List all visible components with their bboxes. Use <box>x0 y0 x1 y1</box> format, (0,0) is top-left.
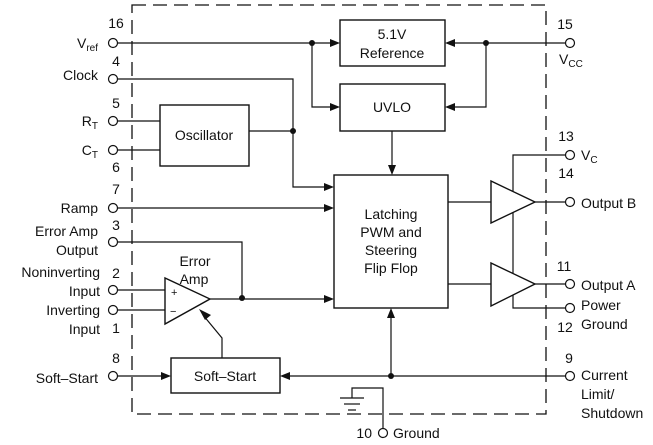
pin-12-label-line2: Ground <box>581 316 628 332</box>
pin-14-number: 14 <box>558 165 574 181</box>
arrow-into-reference-right <box>445 39 455 47</box>
error-amp: + − Error Amp <box>164 253 212 326</box>
pin-1-inverting <box>107 304 119 316</box>
pin-13-label: VC <box>581 147 598 166</box>
error-amp-minus: − <box>170 306 176 318</box>
pin-9-label-line1: Current <box>581 367 628 383</box>
oscillator-label: Oscillator <box>175 127 234 143</box>
pin-1-number: 1 <box>112 320 120 336</box>
pin-2-label-line2: Input <box>69 283 100 299</box>
arrow-clock-into-pwm <box>324 183 334 191</box>
pin-8-soft-start <box>107 370 119 382</box>
pin-11-output-a <box>564 278 576 290</box>
pin-11-label: Output A <box>581 277 636 293</box>
pwm-label-line3: Steering <box>365 242 417 258</box>
pin-13-number: 13 <box>558 128 574 144</box>
pin-13-vc <box>564 149 576 161</box>
vref-uvlo-wire <box>311 43 334 108</box>
pin-4-clock <box>107 73 119 85</box>
pin-8-label: Soft–Start <box>36 370 98 386</box>
chip-boundary <box>131 4 547 415</box>
reference-label-line2: Reference <box>360 45 425 61</box>
pwm-block: Latching PWM and Steering Flip Flop <box>333 174 449 309</box>
pin-5-label: RT <box>82 113 98 132</box>
vcc-uvlo-wire <box>451 43 487 108</box>
pin-4-label: Clock <box>63 67 99 83</box>
pin-9-current-limit <box>564 370 576 382</box>
arrow-into-error-amp <box>199 309 211 320</box>
vc-rail-top <box>512 154 566 191</box>
error-amp-output-wire <box>117 241 243 297</box>
error-amp-plus: + <box>171 287 177 299</box>
error-amp-label-line2: Amp <box>180 271 209 287</box>
pin-3-number: 3 <box>112 217 120 233</box>
arrow-into-uvlo-right <box>445 103 455 111</box>
pin-7-number: 7 <box>112 181 120 197</box>
pin-2-label-line1: Noninverting <box>21 264 100 280</box>
arrow-into-soft-start <box>161 372 171 380</box>
pin-5-number: 5 <box>112 95 120 111</box>
pwm-label-line4: Flip Flop <box>364 260 418 276</box>
error-amp-junction <box>239 295 245 301</box>
pin-10-label: Ground <box>393 425 440 441</box>
pin-10-number: 10 <box>356 425 372 441</box>
pin-3-label-line2: Output <box>56 242 98 258</box>
pin-12-number: 12 <box>557 319 573 335</box>
arrow-into-reference <box>330 39 340 47</box>
reference-block: 5.1V Reference <box>339 19 446 67</box>
pin-1-label-line1: Inverting <box>46 302 100 318</box>
soft-start-to-amp-wire <box>202 314 223 358</box>
pin-15-label: VCC <box>559 51 583 70</box>
ground-symbol-icon <box>340 397 364 411</box>
pin-16-vref <box>107 37 119 49</box>
oscillator-junction <box>290 128 296 134</box>
pwm-label-line1: Latching <box>365 206 418 222</box>
pin-3-label-line1: Error Amp <box>35 223 98 239</box>
pin-2-number: 2 <box>112 265 120 281</box>
pin-15-number: 15 <box>557 16 573 32</box>
pin-7-label: Ramp <box>61 200 99 216</box>
pin-14-output-b <box>564 196 576 208</box>
pin-11-number: 11 <box>557 258 572 274</box>
arrow-ramp-into-pwm <box>324 204 334 212</box>
arrow-into-soft-start-right <box>280 372 290 380</box>
pin-12-label-line1: Power <box>581 297 621 313</box>
arrow-into-pwm-top <box>388 165 396 175</box>
uvlo-block: UVLO <box>339 83 446 132</box>
soft-start-block-label: Soft–Start <box>194 368 256 384</box>
error-amp-triangle <box>164 276 212 326</box>
pin-6-label: CT <box>82 142 98 161</box>
pin-4-number: 4 <box>112 53 120 69</box>
pin-3-error-amp-output <box>107 236 119 248</box>
pin-16-number: 16 <box>108 15 124 31</box>
pin-16-label: Vref <box>77 35 98 54</box>
pin-15-vcc <box>564 37 576 49</box>
pin-5-rt <box>107 115 119 127</box>
pin-7-ramp <box>107 202 119 214</box>
pin-6-ct <box>107 144 119 156</box>
pin-6-number: 6 <box>112 159 120 175</box>
pin-9-label-line2: Limit/ <box>581 386 615 402</box>
uvlo-label: UVLO <box>373 99 411 115</box>
pin-1-label-line2: Input <box>69 321 100 337</box>
pin-2-noninverting <box>107 284 119 296</box>
pwm-label-line2: PWM and <box>360 224 421 240</box>
soft-start-block: Soft–Start <box>170 357 281 394</box>
ground-wire <box>351 387 384 429</box>
oscillator-block: Oscillator <box>159 104 250 167</box>
pin-14-label: Output B <box>581 195 636 211</box>
reference-label-line1: 5.1V <box>378 26 407 42</box>
arrow-into-uvlo-left <box>330 103 340 111</box>
pin-12-power-ground <box>564 302 576 314</box>
arrow-error-into-pwm <box>324 295 334 303</box>
arrow-into-pwm-bottom <box>387 308 395 318</box>
pin-10-ground <box>377 427 389 439</box>
pin-8-number: 8 <box>112 350 120 366</box>
pin-9-number: 9 <box>565 350 573 366</box>
pin-9-label-line3: Shutdown <box>581 405 643 421</box>
power-ground-rail <box>512 295 566 309</box>
error-amp-label-line1: Error <box>179 253 210 269</box>
